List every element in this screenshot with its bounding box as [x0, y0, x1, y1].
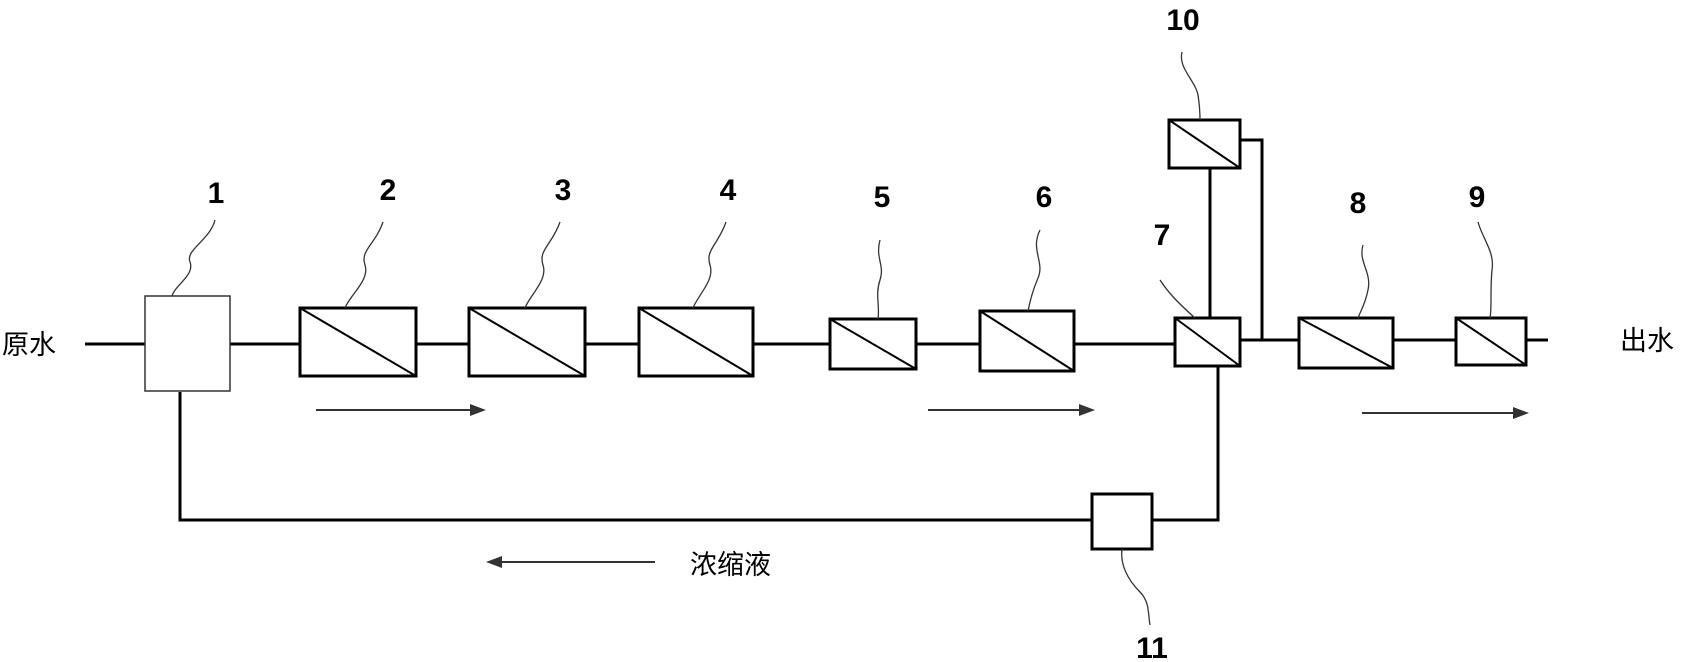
component-7-membrane: [1174, 317, 1241, 367]
label-component-8: 8: [1350, 187, 1367, 220]
component-2-membrane: [299, 307, 417, 377]
label-component-1: 1: [208, 177, 225, 210]
outlet-water-label: 出水: [1620, 326, 1674, 357]
label-component-2: 2: [380, 174, 397, 207]
leader-7: [1159, 279, 1196, 319]
flow-arrow-2: [928, 404, 1095, 416]
label-component-3: 3: [555, 174, 572, 207]
flow-arrow-1: [316, 404, 486, 416]
component-4-membrane: [638, 307, 754, 377]
component-5-membrane: [829, 318, 917, 370]
component-9-membrane: [1455, 317, 1527, 366]
leader-1: [171, 219, 216, 297]
component-10-membrane: [1168, 119, 1241, 169]
label-component-5: 5: [874, 181, 891, 214]
raw-water-label: 原水: [2, 330, 56, 361]
component-8-membrane: [1298, 317, 1394, 369]
leader-9: [1477, 221, 1494, 319]
label-component-4: 4: [720, 174, 737, 207]
leader-5: [877, 239, 883, 320]
leader-8: [1357, 244, 1370, 319]
leader-6: [1027, 229, 1041, 312]
concentrate-label: 浓缩液: [690, 550, 771, 581]
leader-3: [524, 221, 561, 309]
label-component-6: 6: [1036, 181, 1053, 214]
leader-10: [1180, 51, 1201, 121]
concentrate-pipe-return: [178, 392, 1092, 522]
concentrate-arrow: [486, 556, 655, 568]
flow-arrow-3: [1362, 407, 1529, 419]
label-component-7: 7: [1154, 219, 1171, 252]
component-6-membrane: [979, 310, 1075, 372]
leader-2: [344, 221, 384, 309]
leader-11: [1121, 548, 1151, 626]
concentrate-pipe-right: [1152, 366, 1220, 522]
branch-pipe-return: [1240, 138, 1264, 340]
label-component-10: 10: [1166, 4, 1199, 37]
component-11-box: [1090, 492, 1154, 551]
leader-4: [692, 221, 727, 309]
label-component-11: 11: [1136, 632, 1168, 662]
component-3-membrane: [468, 307, 586, 377]
label-component-9: 9: [1469, 181, 1486, 214]
component-1-box: [144, 295, 231, 392]
